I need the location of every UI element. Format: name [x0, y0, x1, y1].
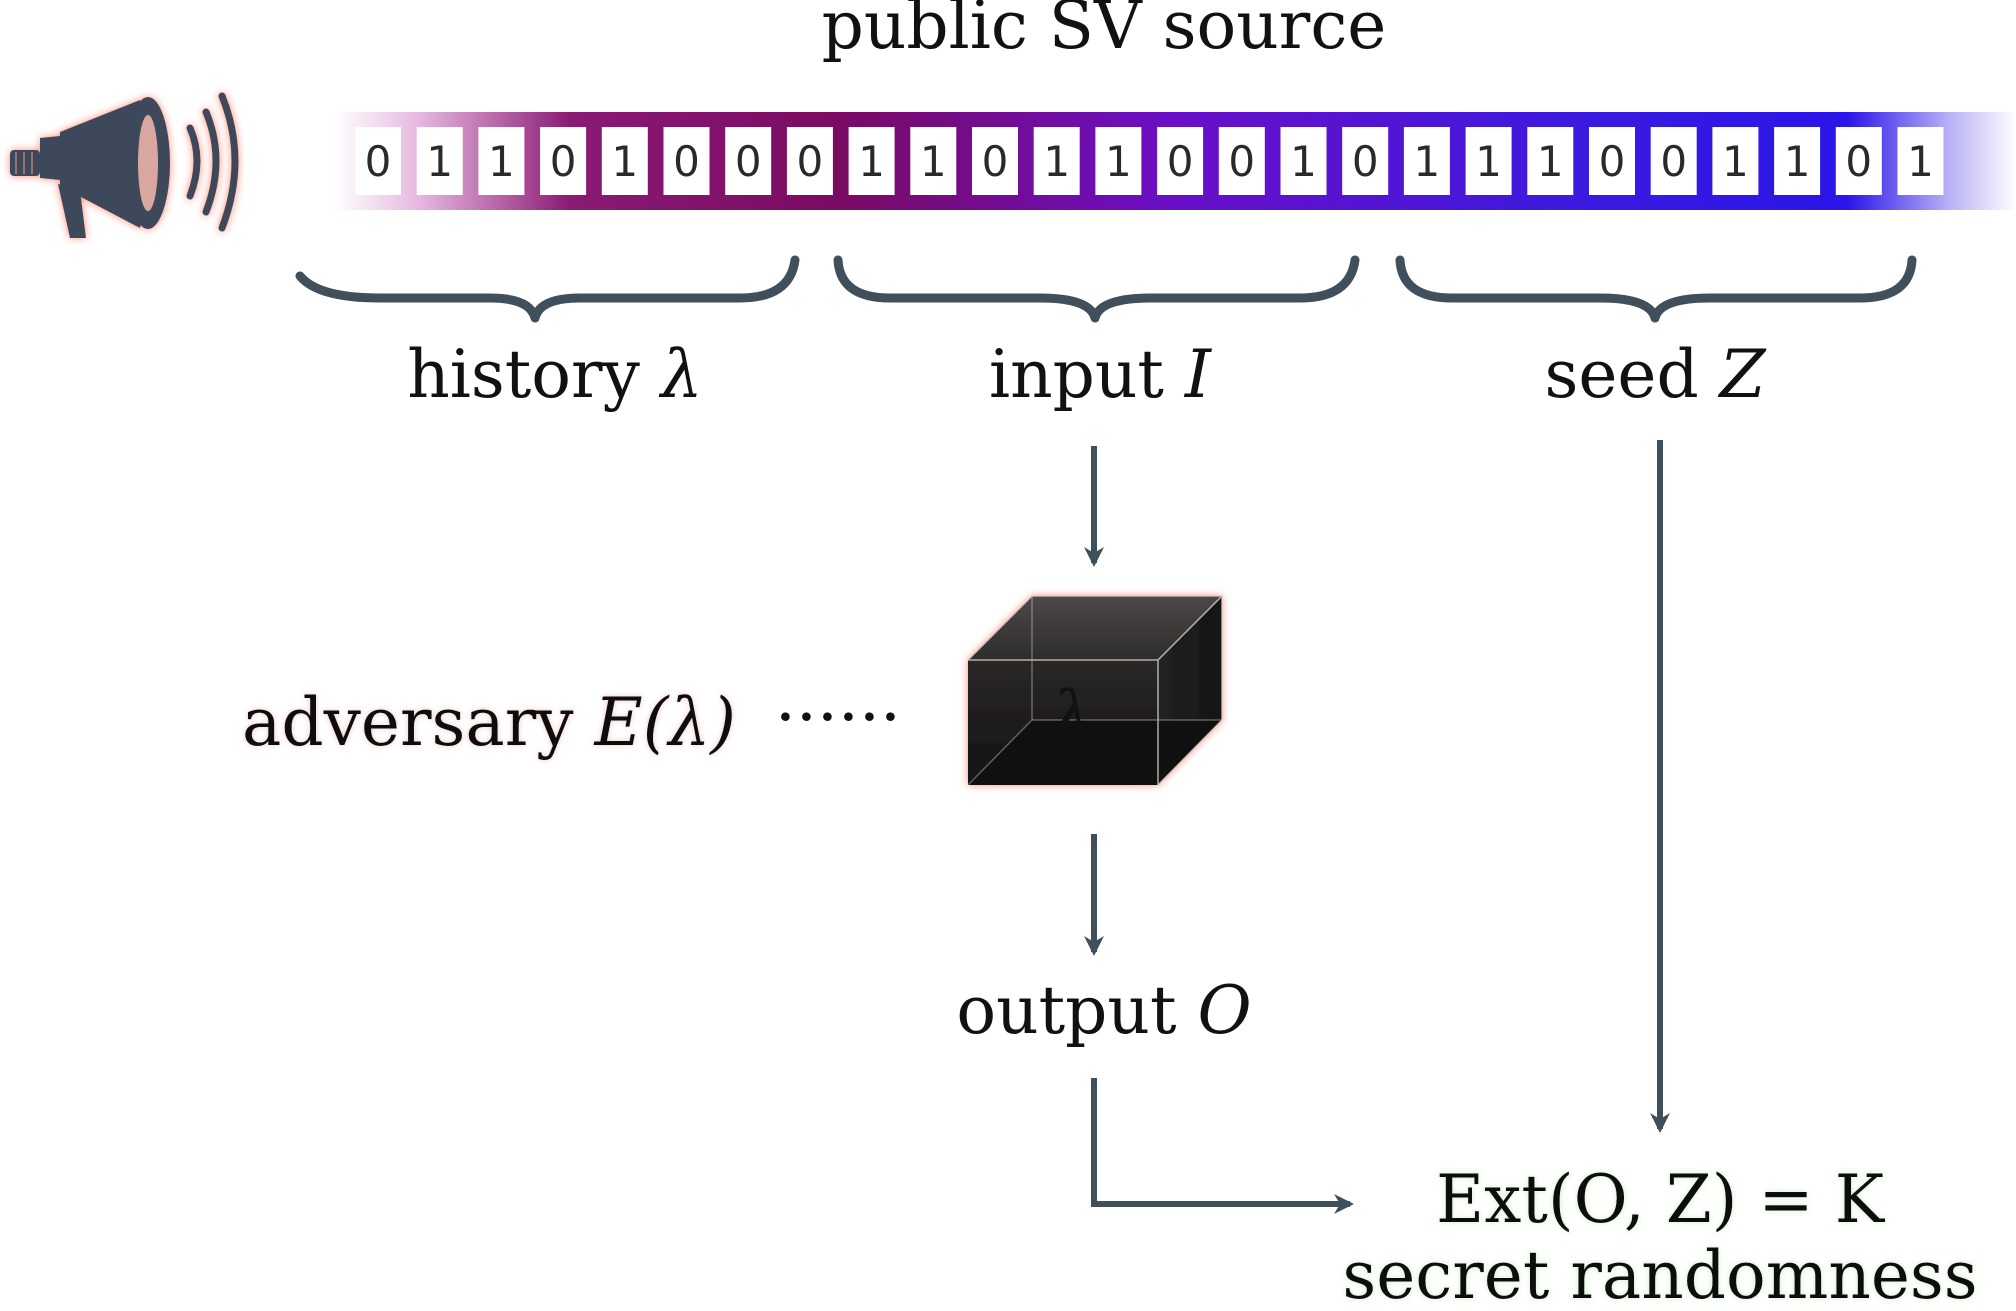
bit-cell — [786, 127, 833, 195]
output-label: output O — [956, 972, 1251, 1049]
bit-cell — [1157, 127, 1204, 195]
bit-value: 0 — [550, 137, 577, 186]
bit-cell — [1095, 127, 1142, 195]
source-title: public SV source — [822, 0, 1387, 64]
bit-cell — [1218, 127, 1265, 195]
bit-cell — [910, 127, 957, 195]
bit-value: 1 — [1537, 137, 1564, 186]
seed-label: seed Z — [1544, 336, 1766, 413]
bit-value: 0 — [1845, 137, 1872, 186]
bit-value: 1 — [426, 137, 453, 186]
bit-value: 1 — [611, 137, 638, 186]
bit-value: 0 — [1352, 137, 1379, 186]
bit-value: 0 — [735, 137, 762, 186]
brace-history — [295, 255, 800, 323]
extractor-caption: secret randomness — [1342, 1237, 1977, 1311]
bit-value: 1 — [1414, 137, 1441, 186]
bit-cell — [972, 127, 1018, 195]
extractor-formula: Ext(O, Z) = K — [1436, 1161, 1886, 1238]
bit-cell — [1403, 127, 1450, 195]
bit-cell — [1712, 127, 1759, 195]
bit-cell — [601, 127, 648, 195]
bit-cell — [1835, 127, 1882, 195]
bit-cell — [1897, 127, 1944, 195]
adversary-label: adversary E(λ) — [242, 684, 736, 761]
brace-seed — [1395, 255, 1917, 323]
bit-value: 0 — [797, 137, 824, 186]
bit-value: 1 — [1105, 137, 1132, 186]
bit-value: 0 — [1228, 137, 1255, 186]
sound-waves-icon — [186, 92, 239, 232]
bit-value: 0 — [1599, 137, 1626, 186]
bit-cell — [1033, 127, 1080, 195]
arrow-output-to-extractor — [1091, 1078, 1354, 1214]
bit-cell — [1280, 127, 1327, 195]
brace-input — [833, 255, 1360, 323]
bit-value: 1 — [920, 137, 947, 186]
bit-cell — [416, 127, 463, 195]
bit-cell — [848, 127, 895, 195]
bit-cell — [355, 127, 401, 195]
bit-value: 1 — [1722, 137, 1749, 186]
bit-cell — [1527, 127, 1574, 195]
bit-value: 1 — [488, 137, 515, 186]
bit-value: 1 — [1907, 137, 1934, 186]
bit-value: 1 — [1290, 137, 1317, 186]
bit-value: 1 — [1784, 137, 1811, 186]
box-symbol: λ — [1048, 677, 1093, 754]
bit-value: 0 — [1167, 137, 1194, 186]
bit-cell — [478, 127, 525, 195]
bit-cell — [1650, 127, 1697, 195]
input-label: input I — [989, 336, 1213, 413]
bit-value: 1 — [1043, 137, 1070, 186]
history-label: history λ — [407, 336, 702, 413]
bit-cell — [1465, 127, 1512, 195]
megaphone-icon — [10, 97, 170, 238]
black-box-icon: λ — [967, 595, 1224, 786]
bit-cell — [1589, 127, 1635, 195]
bit-cell — [1342, 127, 1389, 195]
bit-value: 0 — [673, 137, 700, 186]
adversary-dots: ······ — [775, 679, 901, 756]
bit-value: 1 — [858, 137, 885, 186]
bit-value: 0 — [1660, 137, 1687, 186]
bit-value: 0 — [365, 137, 392, 186]
bit-cell — [663, 127, 710, 195]
bit-cell — [540, 127, 587, 195]
bit-cell — [1774, 127, 1821, 195]
bit-value: 0 — [982, 137, 1009, 186]
bit-value: 1 — [1475, 137, 1502, 186]
bit-cell — [725, 127, 772, 195]
